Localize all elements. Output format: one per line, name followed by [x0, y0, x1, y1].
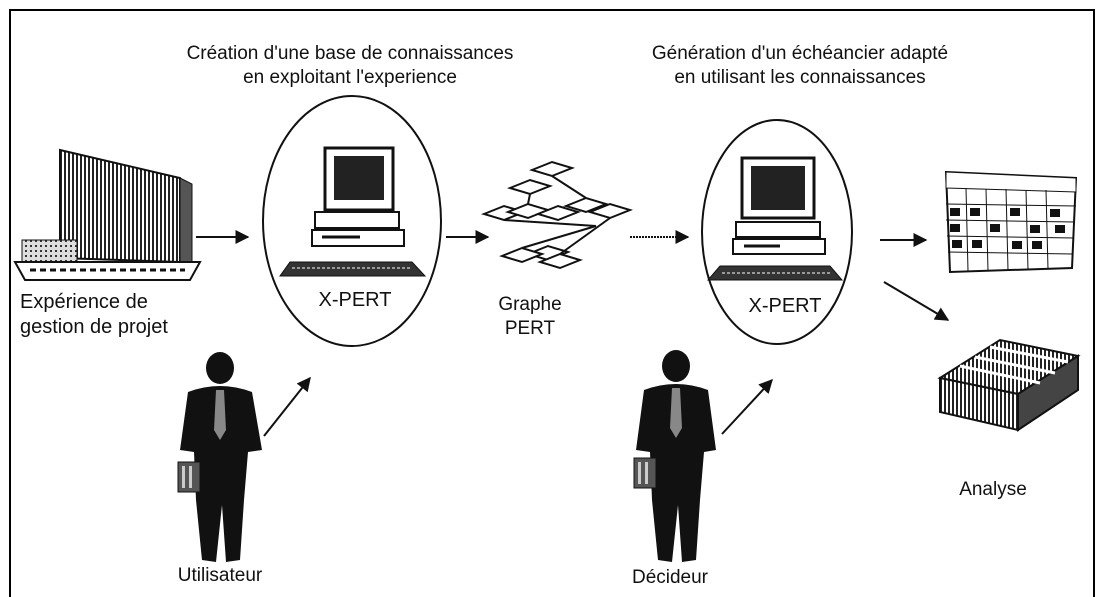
xpert-left-ellipse — [262, 95, 442, 347]
label-xpert-left: X-PERT — [318, 289, 392, 311]
arrow-xpert-to-analyse — [883, 281, 950, 321]
label-analyse: Analyse — [959, 479, 1027, 500]
diagram-frame — [9, 9, 1095, 597]
label-graph: Graphe PERT — [498, 294, 562, 339]
businessman-icon — [177, 352, 262, 562]
xpert-right-ellipse — [701, 119, 853, 345]
computer-icon — [279, 146, 427, 277]
heading-left: Création d'une base de connaissances en … — [186, 43, 514, 88]
calendar-icon — [944, 170, 1078, 274]
label-xpert-right: X-PERT — [748, 295, 822, 317]
building-icon — [13, 148, 202, 281]
arrow-decideur-to-xpert — [721, 378, 773, 435]
analysis-stack-icon — [937, 338, 1081, 432]
computer-icon — [706, 156, 844, 281]
heading-right: Génération d'un échéancier adapté en uti… — [651, 43, 949, 88]
arrow-utilisateur-to-xpert — [263, 376, 311, 437]
label-decideur: Décideur — [631, 567, 709, 588]
label-utilisateur: Utilisateur — [177, 565, 263, 586]
pert-graph-icon — [480, 160, 634, 270]
label-experience: Expérience de gestion de projet — [20, 291, 168, 338]
businessman-icon — [633, 350, 716, 562]
